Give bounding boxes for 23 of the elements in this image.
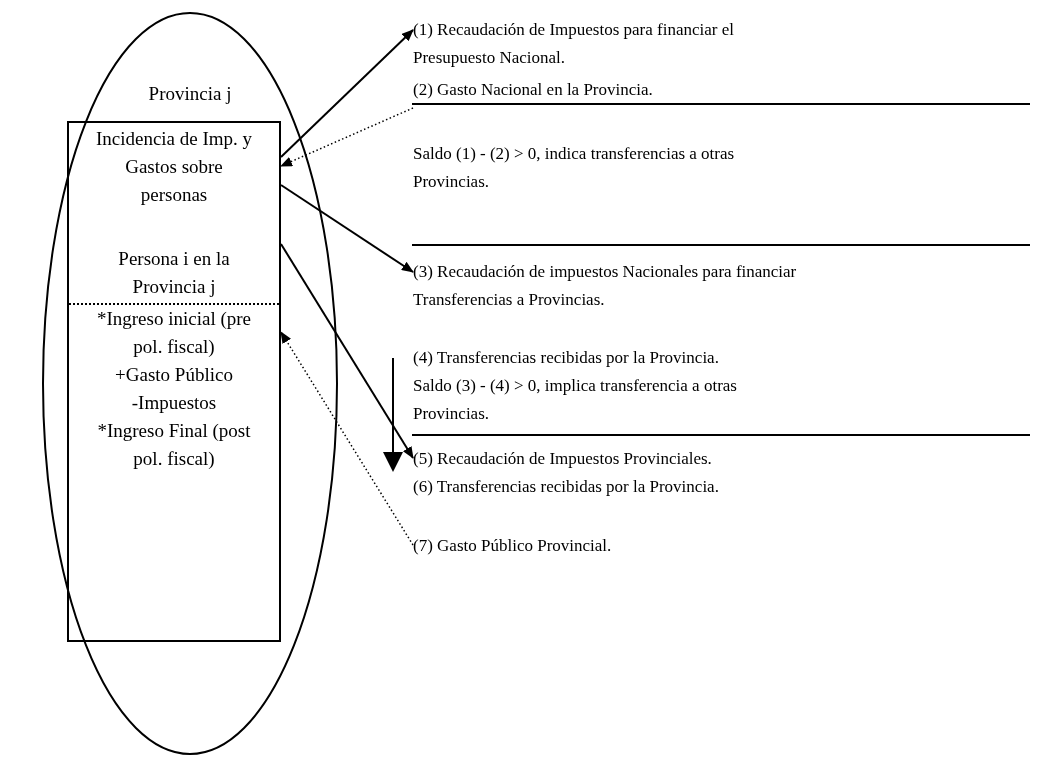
box-text: +Gasto Público — [114, 363, 234, 387]
note-text: (6) Transferencias recibidas por la Provincia. — [413, 476, 720, 498]
note-text: (3) Recaudación de impuestos Nacionales para financiar Transferencias a Provincias. — [413, 258, 838, 314]
ellipse-heading: Provincia j — [147, 82, 233, 106]
person-box — [67, 121, 281, 642]
note-text: Saldo (1) - (2) > 0, indica transferencias a otras Provincias. — [413, 143, 736, 193]
box-text: *Ingreso inicial (pre pol. fiscal) — [95, 307, 253, 359]
arrow — [280, 331, 414, 546]
note-text: (4) Transferencias recibidas por la Provincia. — [413, 347, 720, 369]
note-text: Saldo (3) - (4) > 0, implica transferencia a otras Provincias. — [413, 375, 738, 425]
arrow — [280, 107, 414, 167]
note-text: (1) Recaudación de Impuestos para financiar el Presupuesto Nacional. — [413, 16, 753, 72]
arrow — [280, 29, 414, 158]
note-text: (7) Gasto Público Provincial. — [413, 532, 813, 560]
box-text: *Ingreso Final (post pol. fiscal) — [96, 419, 252, 471]
note-text: (2) Gasto Nacional en la Provincia. — [413, 76, 813, 104]
box-text: Persona i en la Provincia j — [117, 247, 231, 299]
province-ellipse — [42, 12, 338, 755]
box-text: -Impuestos — [130, 391, 218, 415]
arrow — [280, 243, 414, 459]
arrow — [280, 184, 414, 273]
note-text: (5) Recaudación de Impuestos Provinciales. — [413, 445, 813, 473]
box-text: Incidencia de Imp. y Gastos sobre personas — [94, 127, 254, 207]
